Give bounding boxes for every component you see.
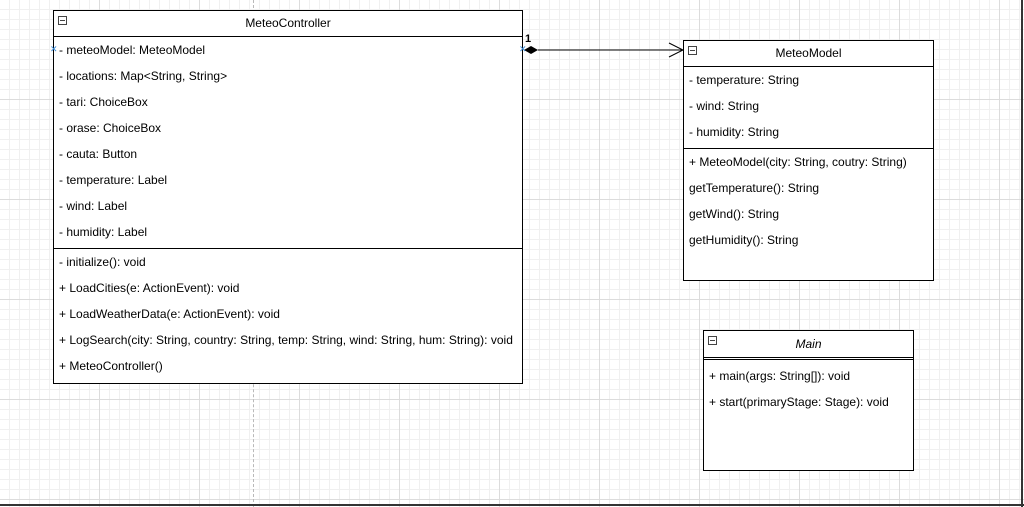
class-header[interactable]: Main <box>704 331 913 360</box>
method[interactable]: + start(primaryStage: Stage): void <box>709 395 889 409</box>
class-meteo-controller[interactable]: MeteoController - meteoModel: MeteoModel… <box>53 10 523 384</box>
method[interactable]: + LoadWeatherData(e: ActionEvent): void <box>59 307 280 321</box>
attribute[interactable]: - temperature: Label <box>59 173 168 187</box>
attribute[interactable]: - temperature: String <box>689 73 800 87</box>
collapse-icon[interactable] <box>708 336 717 345</box>
attributes-compartment[interactable]: - temperature: String - wind: String - h… <box>684 67 933 149</box>
methods-compartment[interactable]: + MeteoModel(city: String, coutry: Strin… <box>684 149 933 255</box>
method[interactable]: + LogSearch(city: String, country: Strin… <box>59 333 513 347</box>
composition-diamond <box>524 46 538 54</box>
class-meteo-model[interactable]: MeteoModel - temperature: String - wind:… <box>683 40 934 281</box>
class-header[interactable]: MeteoModel <box>684 41 933 67</box>
canvas-border-right <box>1021 0 1023 507</box>
methods-compartment[interactable]: + main(args: String[]): void + start(pri… <box>704 360 913 417</box>
method[interactable]: - initialize(): void <box>59 255 146 269</box>
attribute[interactable]: - wind: Label <box>59 199 128 213</box>
method[interactable]: getTemperature(): String <box>689 181 820 195</box>
class-main[interactable]: Main + main(args: String[]): void + star… <box>703 330 914 471</box>
method[interactable]: + MeteoController() <box>59 359 163 373</box>
methods-compartment[interactable]: - initialize(): void + LoadCities(e: Act… <box>54 249 522 381</box>
collapse-icon[interactable] <box>688 46 697 55</box>
connection-point-icon[interactable]: ✕ <box>519 44 527 54</box>
attribute[interactable]: - wind: String <box>689 99 760 113</box>
class-name: Main <box>795 337 822 351</box>
multiplicity-label: 1 <box>525 33 532 45</box>
attribute[interactable]: - cauta: Button <box>59 147 138 161</box>
attribute[interactable]: - orase: ChoiceBox <box>59 121 162 135</box>
method[interactable]: + main(args: String[]): void <box>709 369 851 383</box>
attribute[interactable]: - locations: Map<String, String> <box>59 69 228 83</box>
arrow-head <box>668 42 685 58</box>
collapse-icon[interactable] <box>58 16 67 25</box>
method[interactable]: + MeteoModel(city: String, coutry: Strin… <box>689 155 907 169</box>
class-name: MeteoController <box>245 16 331 30</box>
attribute[interactable]: - humidity: String <box>689 125 780 139</box>
attribute[interactable]: - tari: ChoiceBox <box>59 95 148 109</box>
class-header[interactable]: MeteoController <box>54 11 522 37</box>
connection-point-icon[interactable]: ✕ <box>50 44 58 54</box>
method[interactable]: getHumidity(): String <box>689 233 799 247</box>
attributes-compartment[interactable]: - meteoModel: MeteoModel - locations: Ma… <box>54 37 522 249</box>
method[interactable]: getWind(): String <box>689 207 780 221</box>
class-name: MeteoModel <box>775 46 842 60</box>
method[interactable]: + LoadCities(e: ActionEvent): void <box>59 281 240 295</box>
attribute[interactable]: - humidity: Label <box>59 225 148 239</box>
canvas-border-bottom <box>0 504 1024 506</box>
attribute[interactable]: - meteoModel: MeteoModel <box>59 43 206 57</box>
